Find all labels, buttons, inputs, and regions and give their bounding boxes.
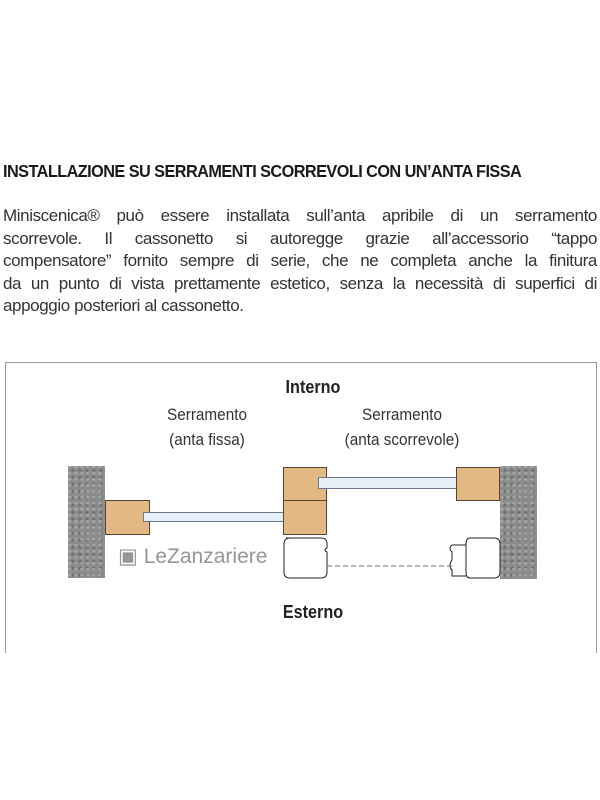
paragraph-line: appoggio posteriori al cassonetto. bbox=[3, 296, 244, 315]
paragraph-line: Miniscenica® può essere installata sull’… bbox=[3, 206, 597, 225]
watermark-icon: ▣ bbox=[118, 545, 144, 568]
label-sliding-sash-2: (anta scorrevole) bbox=[344, 430, 460, 449]
label-sliding-sash-1: Serramento bbox=[362, 405, 442, 424]
left-wall bbox=[68, 466, 105, 578]
watermark-text: LeZanzariere bbox=[143, 545, 268, 568]
paragraph-line: compensatore” fornito sempre di serie, c… bbox=[3, 251, 597, 270]
installation-diagram bbox=[5, 362, 597, 653]
right-wall bbox=[500, 466, 537, 579]
paragraph-line: scorrevole. Il cassonetto si autoregge g… bbox=[3, 228, 597, 248]
label-interno: Interno bbox=[285, 377, 341, 397]
description-paragraph: Miniscenica® può essere installata sull’… bbox=[3, 205, 597, 318]
section-title: INSTALLAZIONE SU SERRAMENTI SCORREVOLI C… bbox=[3, 161, 522, 181]
watermark-logo: ▣ LeZanzariere bbox=[118, 545, 267, 569]
label-fixed-sash-2: (anta fissa) bbox=[169, 430, 245, 449]
right-wood-frame bbox=[456, 467, 500, 501]
left-cassette-profile bbox=[283, 537, 328, 579]
label-fixed-sash-1: Serramento bbox=[167, 405, 247, 424]
center-wood-bottom bbox=[283, 500, 327, 535]
paragraph-line: da un punto di vista prettamente estetic… bbox=[3, 273, 597, 293]
right-cassette-profile bbox=[449, 537, 501, 579]
label-esterno: Esterno bbox=[282, 602, 344, 622]
